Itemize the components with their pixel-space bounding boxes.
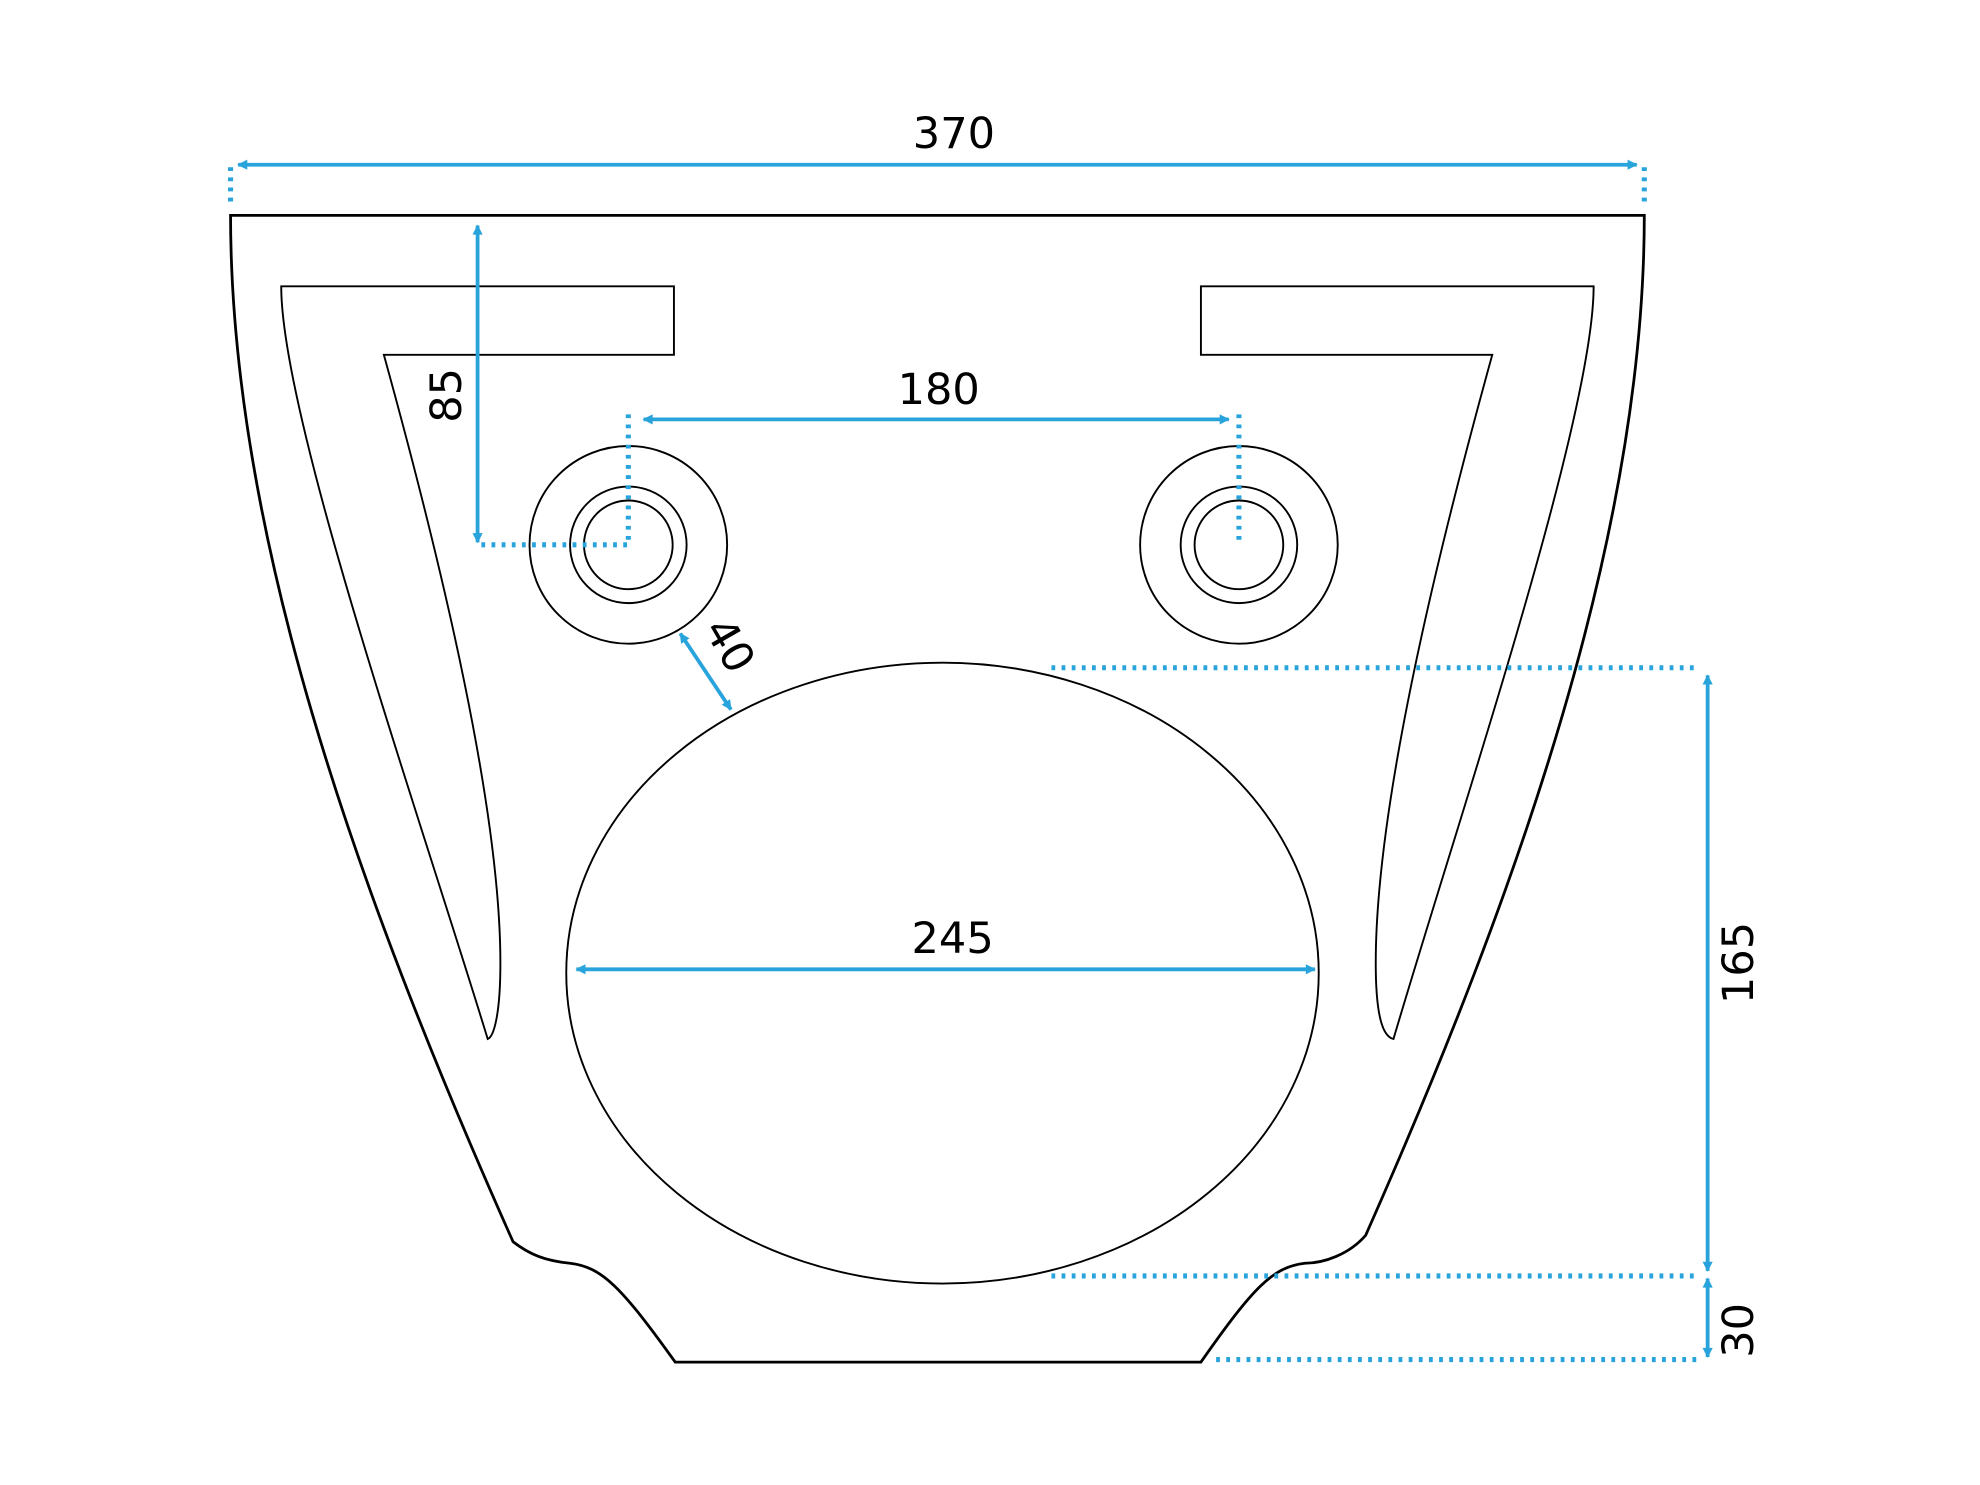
dimension-label-180: 180 (898, 365, 980, 415)
dimension-label-165: 165 (1714, 922, 1764, 1004)
dimension-overall-width: 370 (228, 109, 1647, 206)
dimension-label-30: 30 (1714, 1303, 1764, 1358)
bowl-outline (229, 214, 1646, 1364)
dimension-opening-width: 245 (575, 914, 1316, 975)
left-slot (280, 285, 675, 1041)
bowl-opening (565, 661, 1320, 1285)
dimension-fixing-height: 85 (422, 224, 629, 548)
dimension-label-245: 245 (912, 914, 994, 964)
dimension-fixing-spacing: 180 (625, 365, 1242, 545)
right-slot (1199, 285, 1595, 1041)
dimension-hole-to-opening: 40 (678, 609, 764, 711)
dimension-label-85: 85 (422, 368, 472, 423)
dimension-opening-length: 165 (1051, 665, 1764, 1279)
dimension-label-370: 370 (913, 109, 995, 159)
dimension-front-rim: 30 (1216, 1277, 1764, 1363)
